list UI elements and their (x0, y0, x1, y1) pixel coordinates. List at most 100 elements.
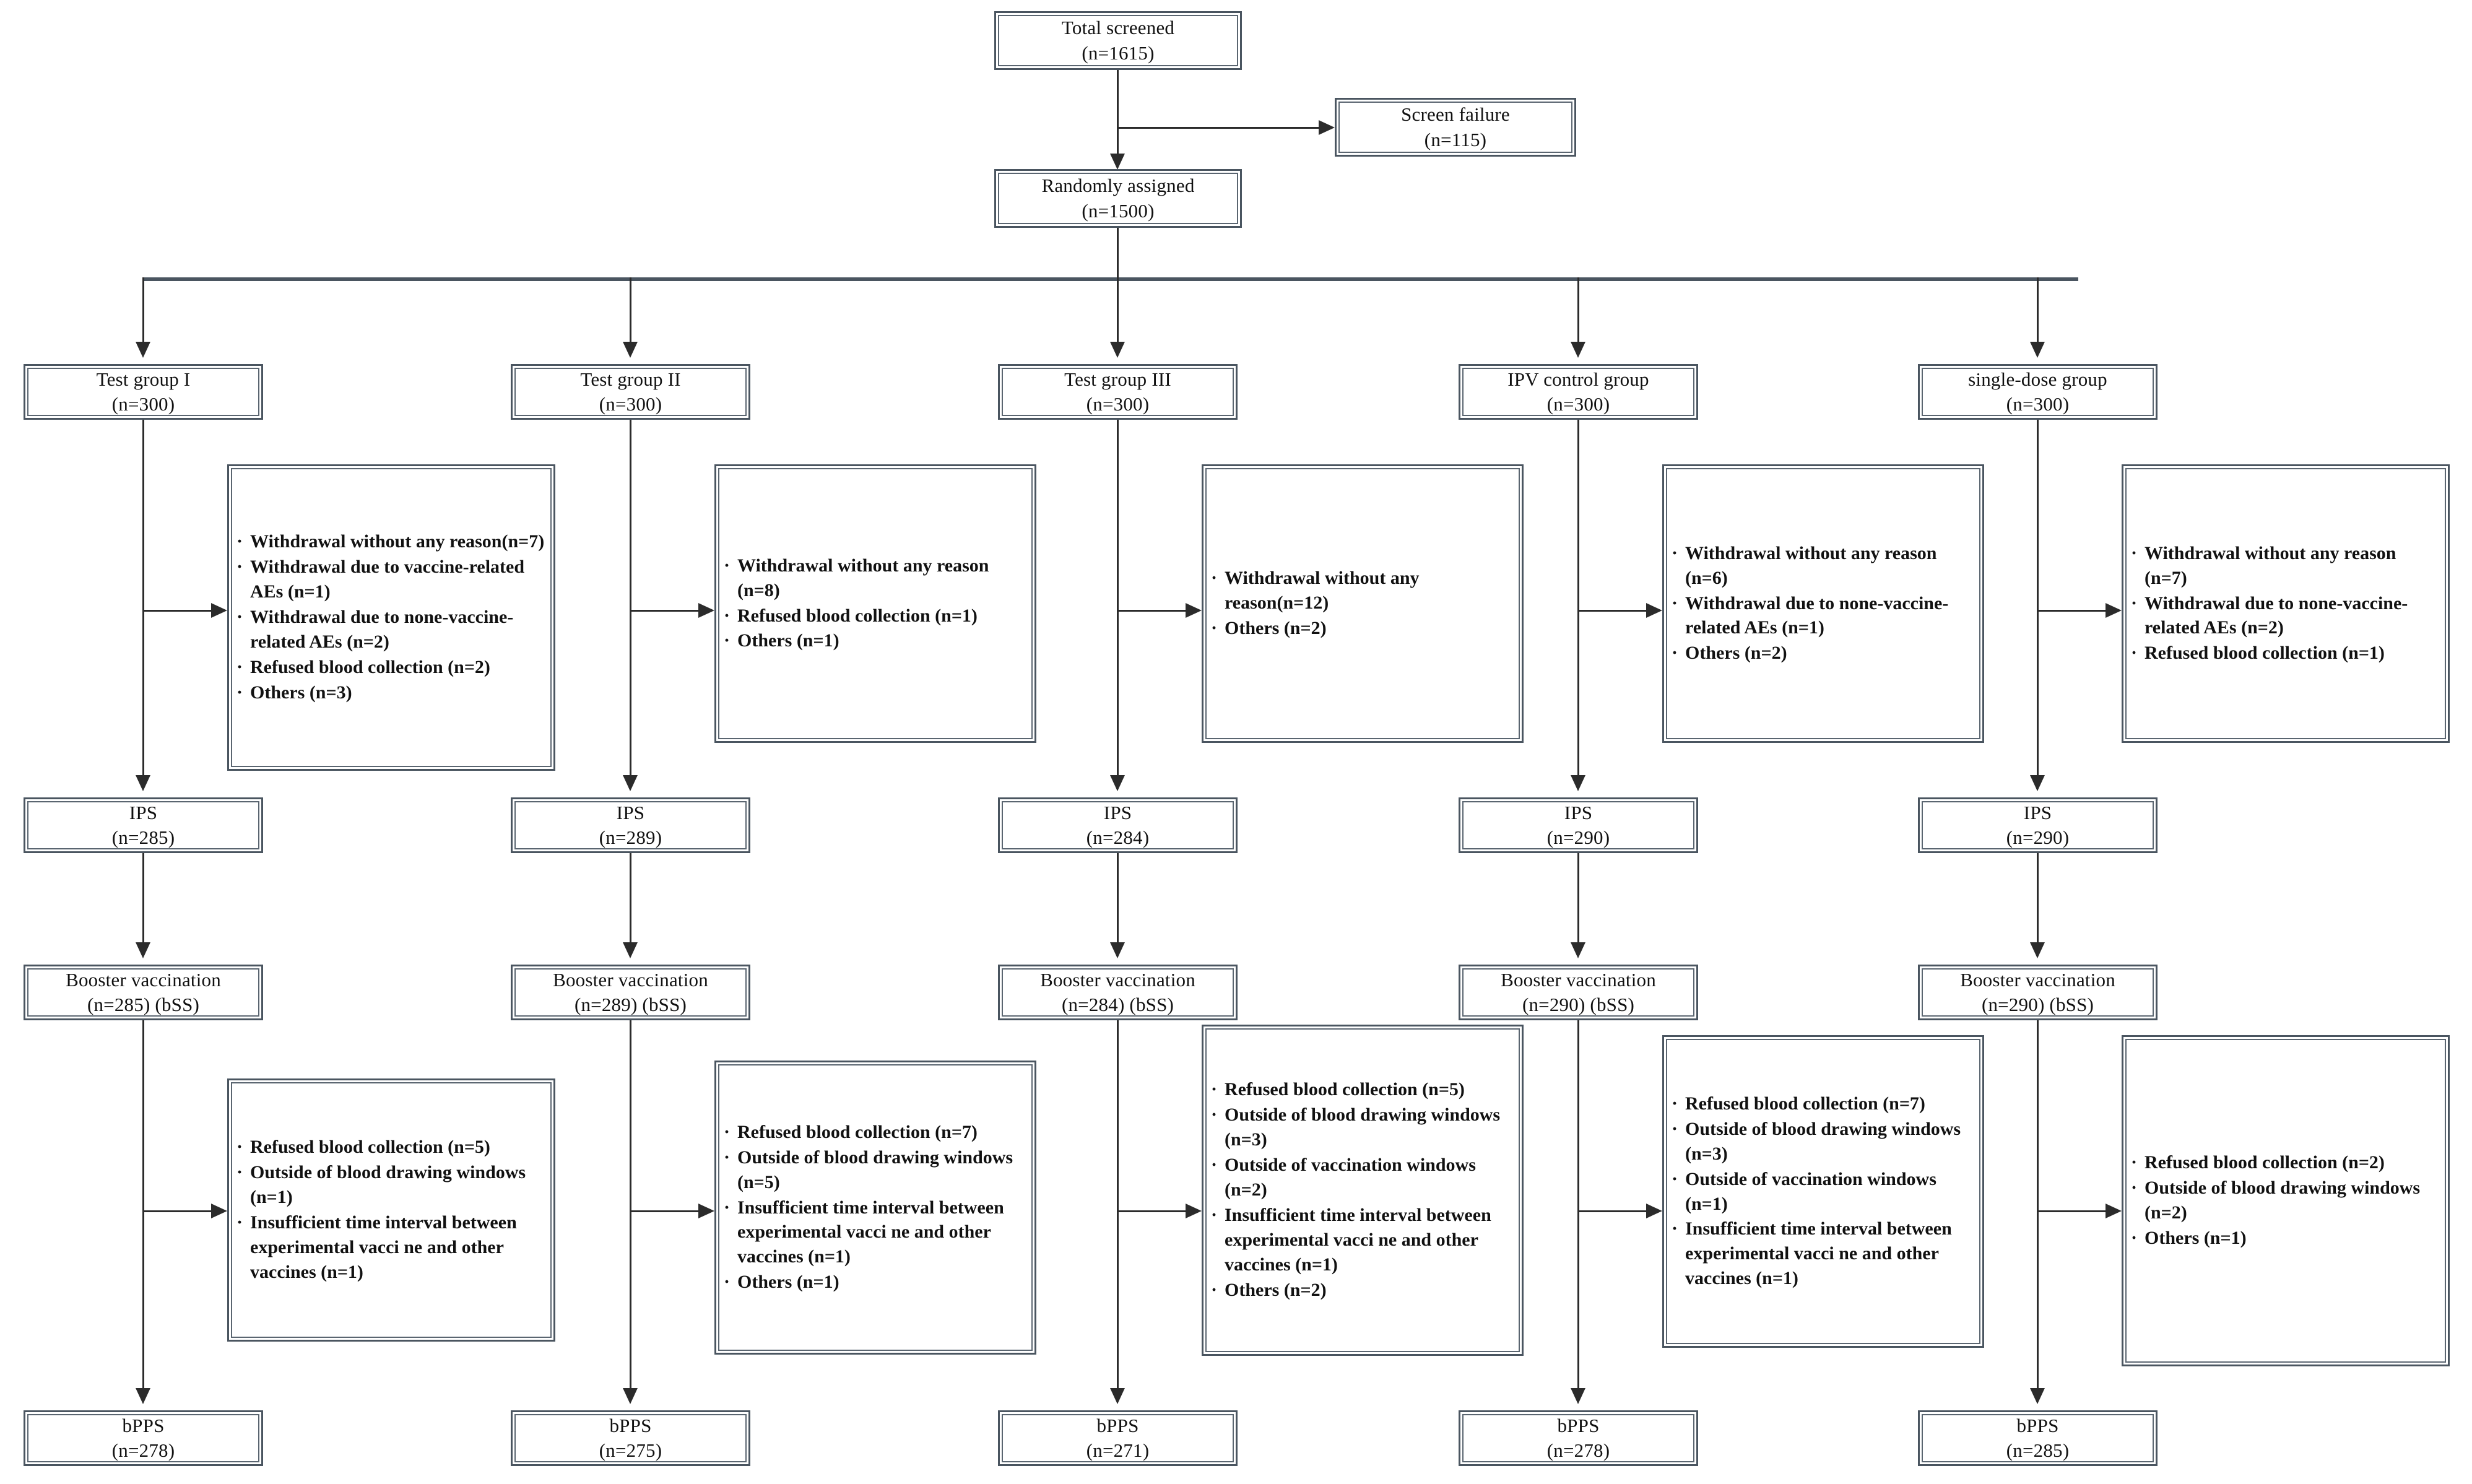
dropout-box-booster-5: Refused blood collection (n=2)Outside of… (2122, 1035, 2450, 1366)
dropout-list: Withdrawal without any reason (n=6)Withd… (1672, 541, 1974, 666)
arrowhead-down-group-5 (2030, 342, 2045, 358)
booster-5-label: Booster vaccination (1960, 968, 2115, 991)
node-bpps-1: bPPS (n=278) (24, 1410, 263, 1466)
dropout-reason-item: Others (n=2) (1672, 641, 1974, 666)
dropout-reason-item: Outside of vaccination windows (n=2) (1211, 1153, 1513, 1202)
connector-group2-to-dropout1 (630, 610, 704, 612)
arrowhead-down-booster-4 (1571, 942, 1585, 958)
dropout-reason-item: Withdrawal due to none-vaccine-related A… (236, 605, 545, 654)
ips-3-count: (n=284) (1086, 827, 1150, 848)
dropout-reason-item: Withdrawal due to vaccine-related AEs (n… (236, 555, 545, 604)
dropout-reason-item: Refused blood collection (n=2) (2131, 1150, 2439, 1175)
bus-drop-arm-2 (630, 277, 631, 345)
node-ips-5: IPS (n=290) (1918, 797, 2158, 853)
node-group-2: Test group II (n=300) (511, 364, 750, 420)
arrowhead-down-ips-4 (1571, 775, 1585, 791)
ips-4-label: IPS (1564, 801, 1593, 823)
dropout-reason-item: Withdrawal due to none-vaccine-related A… (1672, 591, 1974, 641)
booster-2-label: Booster vaccination (553, 968, 708, 991)
dropout-reason-item: Others (n=1) (724, 628, 1026, 653)
bpps-1-count: (n=278) (111, 1439, 175, 1461)
node-bpps-4: bPPS (n=278) (1459, 1410, 1698, 1466)
ips-1-label: IPS (129, 801, 158, 823)
total-screened-label: Total screened (1061, 17, 1175, 39)
booster-3-count: (n=284) (bSS) (1061, 994, 1174, 1015)
bus-drop-arm-5 (2037, 277, 2039, 345)
bus-drop-arm-4 (1577, 277, 1579, 345)
group-5-label: single-dose group (1968, 368, 2107, 390)
dropout-reason-item: Refused blood collection (n=5) (1211, 1077, 1513, 1102)
dropout-reason-item: Refused blood collection (n=5) (236, 1135, 545, 1160)
connector-randomized-to-bus (1117, 228, 1119, 280)
arrowhead-down-booster-2 (623, 942, 638, 958)
dropout-box-screening-1: Withdrawal without any reason(n=7)Withdr… (227, 464, 555, 771)
dropout-reason-item: Refused blood collection (n=1) (724, 604, 1026, 628)
arrowhead-down-ips-2 (623, 775, 638, 791)
dropout-reason-item: Insufficient time interval between exper… (1672, 1217, 1974, 1291)
dropout-reason-item: Withdrawal without any reason(n=7) (236, 529, 545, 554)
arrowhead-down-randomized (1110, 154, 1125, 170)
arrowhead-right-dropout2-1 (211, 1204, 227, 1218)
bpps-2-label: bPPS (609, 1414, 652, 1436)
arrowhead-down-booster-5 (2030, 942, 2045, 958)
booster-1-count: (n=285) (bSS) (87, 994, 200, 1015)
dropout-reason-item: Insufficient time interval between exper… (1211, 1203, 1513, 1277)
arrowhead-down-group-3 (1110, 342, 1125, 358)
node-booster-1: Booster vaccination (n=285) (bSS) (24, 965, 263, 1020)
dropout-reason-item: Withdrawal without any reason (n=6) (1672, 541, 1974, 591)
dropout-list: Refused blood collection (n=7)Outside of… (724, 1120, 1026, 1295)
node-booster-5: Booster vaccination (n=290) (bSS) (1918, 965, 2158, 1020)
dropout-list: Refused blood collection (n=2)Outside of… (2131, 1150, 2439, 1251)
connector-ips2-to-booster2 (630, 853, 631, 946)
arrowhead-down-group-2 (623, 342, 638, 358)
dropout-list: Withdrawal without any reason(n=12)Other… (1211, 566, 1513, 641)
connector-group4-to-dropout1 (1577, 610, 1652, 612)
dropout-list: Withdrawal without any reason (n=7)Withd… (2131, 541, 2439, 666)
connector-group1-to-ips1 (142, 420, 144, 779)
node-booster-4: Booster vaccination (n=290) (bSS) (1459, 965, 1698, 1020)
dropout-reason-item: Withdrawal without any reason(n=12) (1211, 566, 1513, 615)
bpps-4-label: bPPS (1557, 1414, 1600, 1436)
arrowhead-right-dropout2-5 (2106, 1204, 2122, 1218)
dropout-box-screening-2: Withdrawal without any reason (n=8)Refus… (714, 464, 1036, 743)
connector-booster1-to-dropout2 (142, 1210, 217, 1212)
group-1-label: Test group I (96, 368, 191, 390)
ips-1-count: (n=285) (111, 827, 175, 848)
ips-5-count: (n=290) (2006, 827, 2070, 848)
dropout-list: Refused blood collection (n=7)Outside of… (1672, 1091, 1974, 1291)
node-total-screened: Total screened (n=1615) (994, 11, 1242, 70)
node-randomly-assigned: Randomly assigned (n=1500) (994, 169, 1242, 228)
dropout-reason-item: Insufficient time interval between exper… (724, 1195, 1026, 1270)
bpps-5-count: (n=285) (2006, 1439, 2070, 1461)
arrowhead-down-group-1 (136, 342, 150, 358)
connector-group5-to-ips5 (2037, 420, 2039, 779)
group-1-count: (n=300) (111, 393, 175, 415)
node-bpps-5: bPPS (n=285) (1918, 1410, 2158, 1466)
total-screened-count: (n=1615) (1082, 41, 1155, 64)
node-screen-failure: Screen failure (n=115) (1335, 98, 1576, 157)
dropout-box-screening-3: Withdrawal without any reason(n=12)Other… (1202, 464, 1524, 743)
screen-failure-count: (n=115) (1424, 128, 1487, 150)
dropout-reason-item: Outside of blood drawing windows (n=2) (2131, 1176, 2439, 1225)
arrowhead-right-dropout1-4 (1646, 603, 1662, 618)
group-2-label: Test group II (580, 368, 681, 390)
connector-group2-to-ips2 (630, 420, 631, 779)
node-ips-1: IPS (n=285) (24, 797, 263, 853)
node-ips-2: IPS (n=289) (511, 797, 750, 853)
arrowhead-down-bpps-3 (1110, 1388, 1125, 1404)
arrowhead-down-bpps-5 (2030, 1388, 2045, 1404)
connector-group4-to-ips4 (1577, 420, 1579, 779)
bus-drop-arm-1 (142, 277, 144, 345)
node-group-1: Test group I (n=300) (24, 364, 263, 420)
connector-group3-to-dropout1 (1117, 610, 1191, 612)
dropout-reason-item: Refused blood collection (n=7) (1672, 1091, 1974, 1116)
bpps-2-count: (n=275) (599, 1439, 662, 1461)
arrowhead-right-dropout2-3 (1186, 1204, 1202, 1218)
node-group-3: Test group III (n=300) (998, 364, 1238, 420)
arrowhead-down-group-4 (1571, 342, 1585, 358)
booster-5-count: (n=290) (bSS) (1981, 994, 2094, 1015)
dropout-box-screening-4: Withdrawal without any reason (n=6)Withd… (1662, 464, 1984, 743)
node-booster-3: Booster vaccination (n=284) (bSS) (998, 965, 1238, 1020)
connector-ips5-to-booster5 (2037, 853, 2039, 946)
booster-1-label: Booster vaccination (66, 968, 221, 991)
